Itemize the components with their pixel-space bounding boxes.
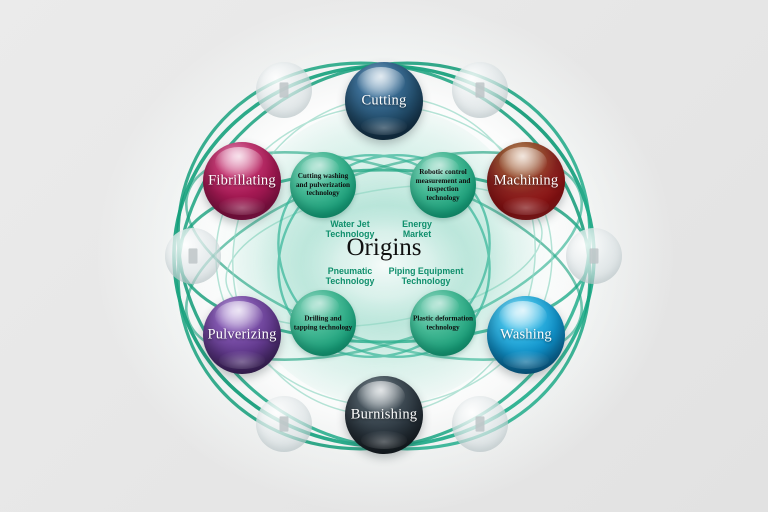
inner-bubble-plastic-deformation[interactable]: Plastic deformation technology <box>410 290 476 356</box>
center-term-piping-equipment: Piping Equipment Technology <box>388 266 464 287</box>
center-term-energy-market: Energy Market <box>402 219 432 240</box>
bubble-sphere <box>290 290 356 356</box>
ghost-node-upper-right <box>452 62 508 118</box>
ghost-node-right <box>566 228 622 284</box>
node-pulverizing[interactable]: Pulverizing <box>203 296 281 374</box>
ghost-node-left <box>165 228 221 284</box>
node-machining[interactable]: Machining <box>487 142 565 220</box>
inner-bubble-label: Plastic deformation technology <box>412 314 474 331</box>
document-icon <box>279 416 289 432</box>
document-icon <box>475 416 485 432</box>
bubble-sphere <box>410 290 476 356</box>
ghost-node-upper-left <box>256 62 312 118</box>
document-icon <box>188 248 198 264</box>
center-term-pneumatic: Pneumatic Technology <box>325 266 375 287</box>
node-label: Machining <box>493 172 559 189</box>
inner-bubble-cutting-washing-pulverization[interactable]: Cutting washing and pulverization techno… <box>290 152 356 218</box>
node-label: Cutting <box>361 92 407 109</box>
inner-bubble-drilling-tapping[interactable]: Drilling and tapping technology <box>290 290 356 356</box>
inner-bubble-label: Cutting washing and pulverization techno… <box>295 172 351 198</box>
node-label: Pulverizing <box>207 326 277 343</box>
center-term-water-jet: Water Jet Technology <box>325 219 375 240</box>
bubble-sphere <box>290 152 356 218</box>
node-burnishing[interactable]: Burnishing <box>345 376 423 454</box>
bubble-sphere <box>410 152 476 218</box>
node-cutting[interactable]: Cutting <box>345 62 423 140</box>
node-label: Washing <box>500 326 552 343</box>
ghost-node-lower-right <box>452 396 508 452</box>
node-label: Burnishing <box>350 406 418 423</box>
node-washing[interactable]: Washing <box>487 296 565 374</box>
document-icon <box>279 82 289 98</box>
inner-bubble-robotic-control-measurement[interactable]: Robotic control measurement and inspecti… <box>410 152 476 218</box>
document-icon <box>589 248 599 264</box>
node-label: Fibrillating <box>208 172 276 189</box>
page-title: Origins <box>346 234 422 261</box>
inner-bubble-label: Drilling and tapping technology <box>293 314 353 331</box>
inner-bubble-label: Robotic control measurement and inspecti… <box>415 167 471 202</box>
node-fibrillating[interactable]: Fibrillating <box>203 142 281 220</box>
ghost-node-lower-left <box>256 396 312 452</box>
document-icon <box>475 82 485 98</box>
